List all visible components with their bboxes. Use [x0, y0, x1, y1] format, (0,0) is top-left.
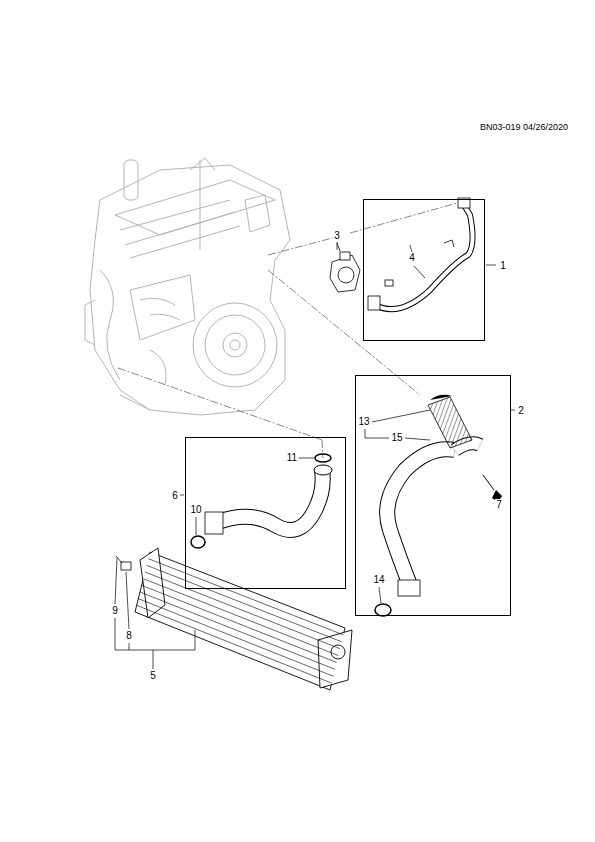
- group-number: 1: [499, 260, 507, 272]
- drawing-reference: BN03-019 04/26/2020: [480, 123, 568, 132]
- group-number: 6: [171, 490, 179, 502]
- callout-number: 4: [408, 252, 416, 264]
- callout-number: 8: [125, 630, 133, 642]
- group-frame: 1: [363, 199, 485, 341]
- group-number: 2: [517, 405, 525, 417]
- callout-number: 11: [286, 452, 298, 464]
- callout-number: 7: [495, 499, 503, 511]
- callout-number: 14: [372, 574, 385, 586]
- callout-number: 9: [111, 605, 119, 617]
- callout-number: 13: [357, 416, 370, 428]
- callout-number: 3: [333, 230, 341, 242]
- callout-number: 5: [149, 670, 157, 682]
- engine-illustration: [85, 158, 290, 415]
- callout-number: 15: [390, 432, 403, 444]
- callout-number: 10: [189, 504, 202, 516]
- group-frame: 6: [185, 437, 346, 589]
